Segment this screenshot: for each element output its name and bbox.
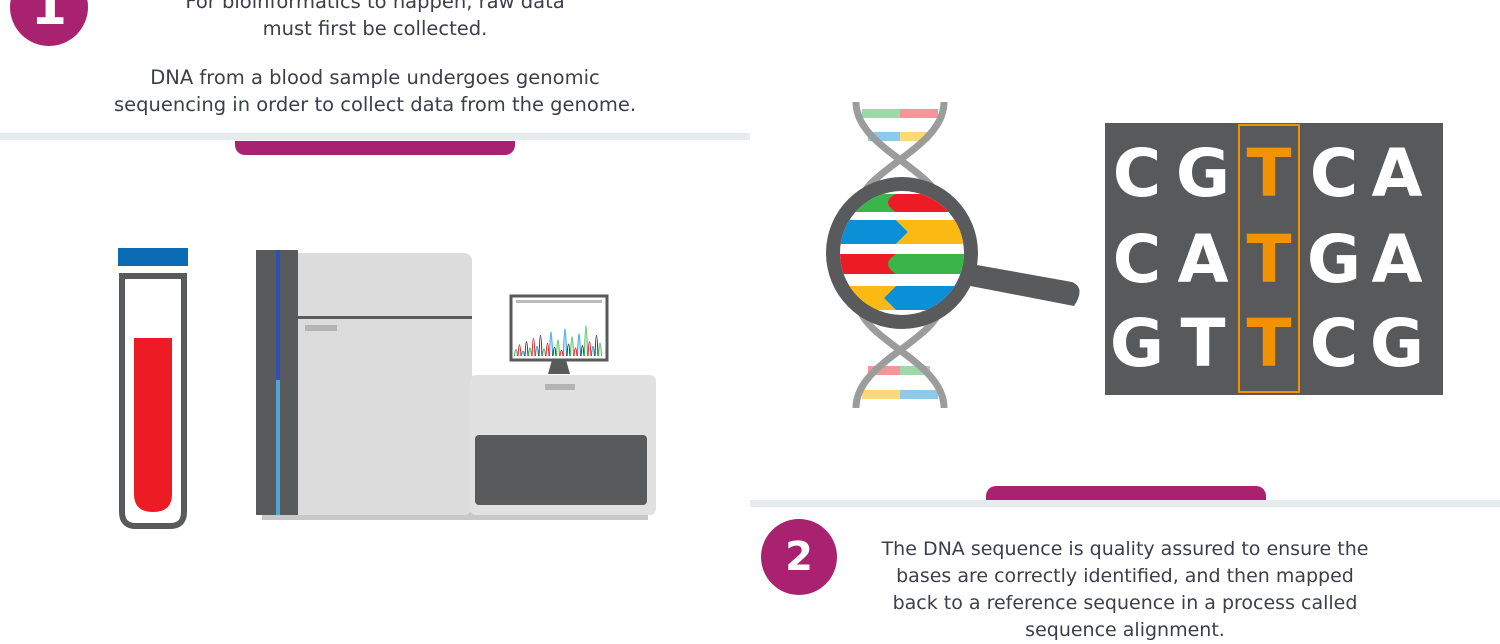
alignment-base-r1-c5: A xyxy=(1371,135,1422,212)
step-1-detail: DNA from a blood sample undergoes genomi… xyxy=(60,64,690,118)
alignment-base-r2-c3: T xyxy=(1246,221,1291,298)
alignment-base-r2-c4: G xyxy=(1307,221,1361,298)
alignment-base-r1-c1: C xyxy=(1113,135,1161,212)
step-2-tab xyxy=(986,486,1266,500)
step-2-line-4: sequence alignment. xyxy=(1025,619,1225,641)
alignment-base-r2-c1: C xyxy=(1113,221,1161,298)
alignment-base-r2-c5: A xyxy=(1371,221,1422,298)
step-2-badge: 2 xyxy=(761,519,837,595)
alignment-base-r3-c5: G xyxy=(1370,305,1424,382)
step-2-line-3: back to a reference sequence in a proces… xyxy=(892,592,1358,614)
step-1-intro: For bioinformatics to happen, raw data m… xyxy=(100,0,650,42)
chromatogram-trace xyxy=(514,300,602,357)
alignment-base-r3-c4: C xyxy=(1310,305,1358,382)
alignment-base-r3-c1: G xyxy=(1110,305,1164,382)
step-1-divider xyxy=(0,133,750,140)
sequencing-illustration xyxy=(118,248,656,529)
step-2-line-1: The DNA sequence is quality assured to e… xyxy=(881,538,1369,560)
step-2-line-2: bases are correctly identified, and then… xyxy=(896,565,1354,587)
sequencer-machine-icon xyxy=(256,250,656,520)
step-2-description: The DNA sequence is quality assured to e… xyxy=(845,536,1405,644)
alignment-grid-background xyxy=(1105,123,1443,395)
alignment-base-r3-c3: T xyxy=(1246,305,1291,382)
step-1-tab xyxy=(235,141,515,155)
step-2-divider xyxy=(750,500,1500,507)
monitor-icon xyxy=(509,294,609,374)
magnifying-glass-icon xyxy=(826,177,1080,329)
alignment-base-r3-c2: T xyxy=(1180,305,1225,382)
step-2-number: 2 xyxy=(785,534,813,580)
step-1-number: 1 xyxy=(30,0,68,37)
step-1-intro-line-1: For bioinformatics to happen, raw data xyxy=(185,0,565,13)
alignment-highlight-box xyxy=(1238,124,1300,393)
step-1-intro-line-2: must first be collected. xyxy=(262,17,488,40)
step-1-detail-line-1: DNA from a blood sample undergoes genomi… xyxy=(150,66,600,89)
alignment-base-r1-c3: T xyxy=(1246,135,1291,212)
alignment-base-r1-c4: C xyxy=(1310,135,1358,212)
blood-tube-icon xyxy=(118,248,188,529)
alignment-base-r1-c2: G xyxy=(1176,135,1230,212)
step-1-detail-line-2: sequencing in order to collect data from… xyxy=(113,93,637,116)
alignment-base-r2-c2: A xyxy=(1177,221,1228,298)
